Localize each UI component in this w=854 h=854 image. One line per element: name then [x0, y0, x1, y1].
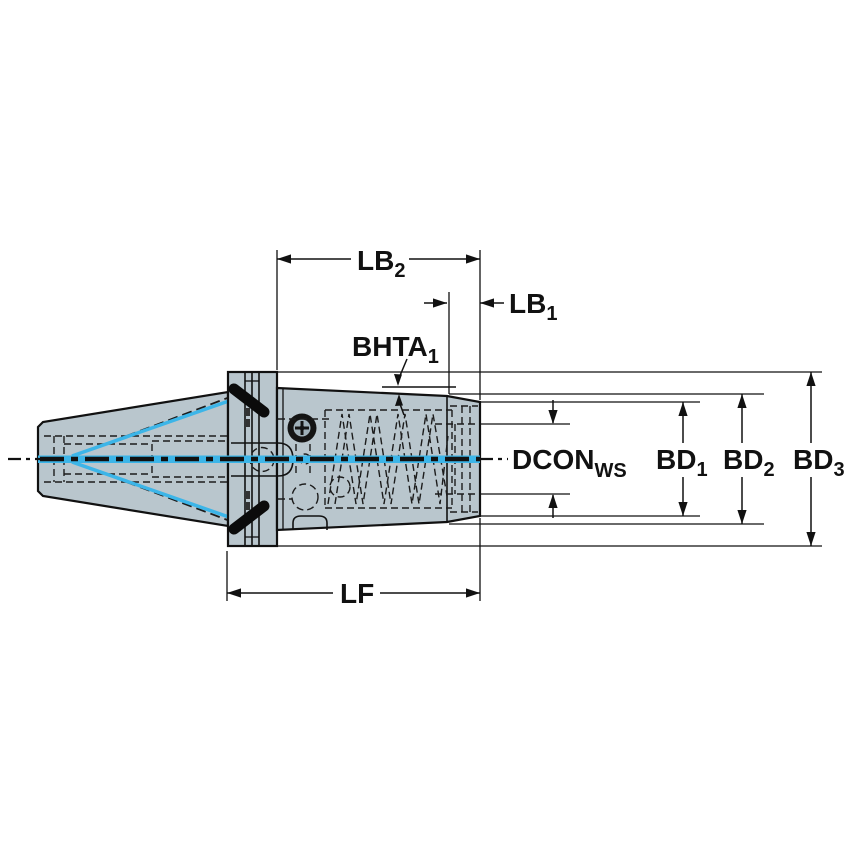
dimension-bd1: BD1 [656, 402, 708, 516]
tool-holder-part [8, 370, 508, 548]
label-dcon-ws: DCONWS [512, 444, 627, 482]
label-bd1: BD1 [656, 444, 708, 481]
label-bd3: BD3 [793, 444, 845, 481]
balance-mark [246, 408, 250, 416]
coolant-diagonal-bottom [71, 460, 244, 524]
coolant-channels [71, 390, 247, 528]
clamp-slot [292, 515, 328, 530]
dimension-lb1: LB1 [424, 288, 557, 325]
label-lb1: LB1 [509, 288, 557, 325]
drive-pin-bottom [228, 500, 270, 535]
label-lf: LF [340, 578, 374, 609]
dimension-bd2: BD2 [723, 394, 775, 524]
extension-lines [226, 250, 822, 601]
dimension-lb2: LB2 [277, 245, 480, 282]
clamp-screw [287, 413, 317, 443]
label-bd2: BD2 [723, 444, 775, 481]
coolant-center-band [38, 455, 480, 463]
label-bhta1: BHTA1 [352, 331, 439, 368]
label-lb2: LB2 [357, 245, 405, 282]
dimension-lf: LF [227, 578, 480, 609]
balance-mark [246, 419, 250, 427]
dimension-dcon-ws: DCONWS [512, 400, 627, 518]
balance-mark [246, 502, 250, 510]
coolant-diagonal-top [71, 394, 244, 458]
balance-mark [246, 491, 250, 499]
dimension-bd3: BD3 [793, 372, 845, 546]
drive-pin-top [228, 383, 270, 418]
drive-pins [228, 383, 270, 535]
dimension-bhta1: BHTA1 [352, 331, 456, 416]
